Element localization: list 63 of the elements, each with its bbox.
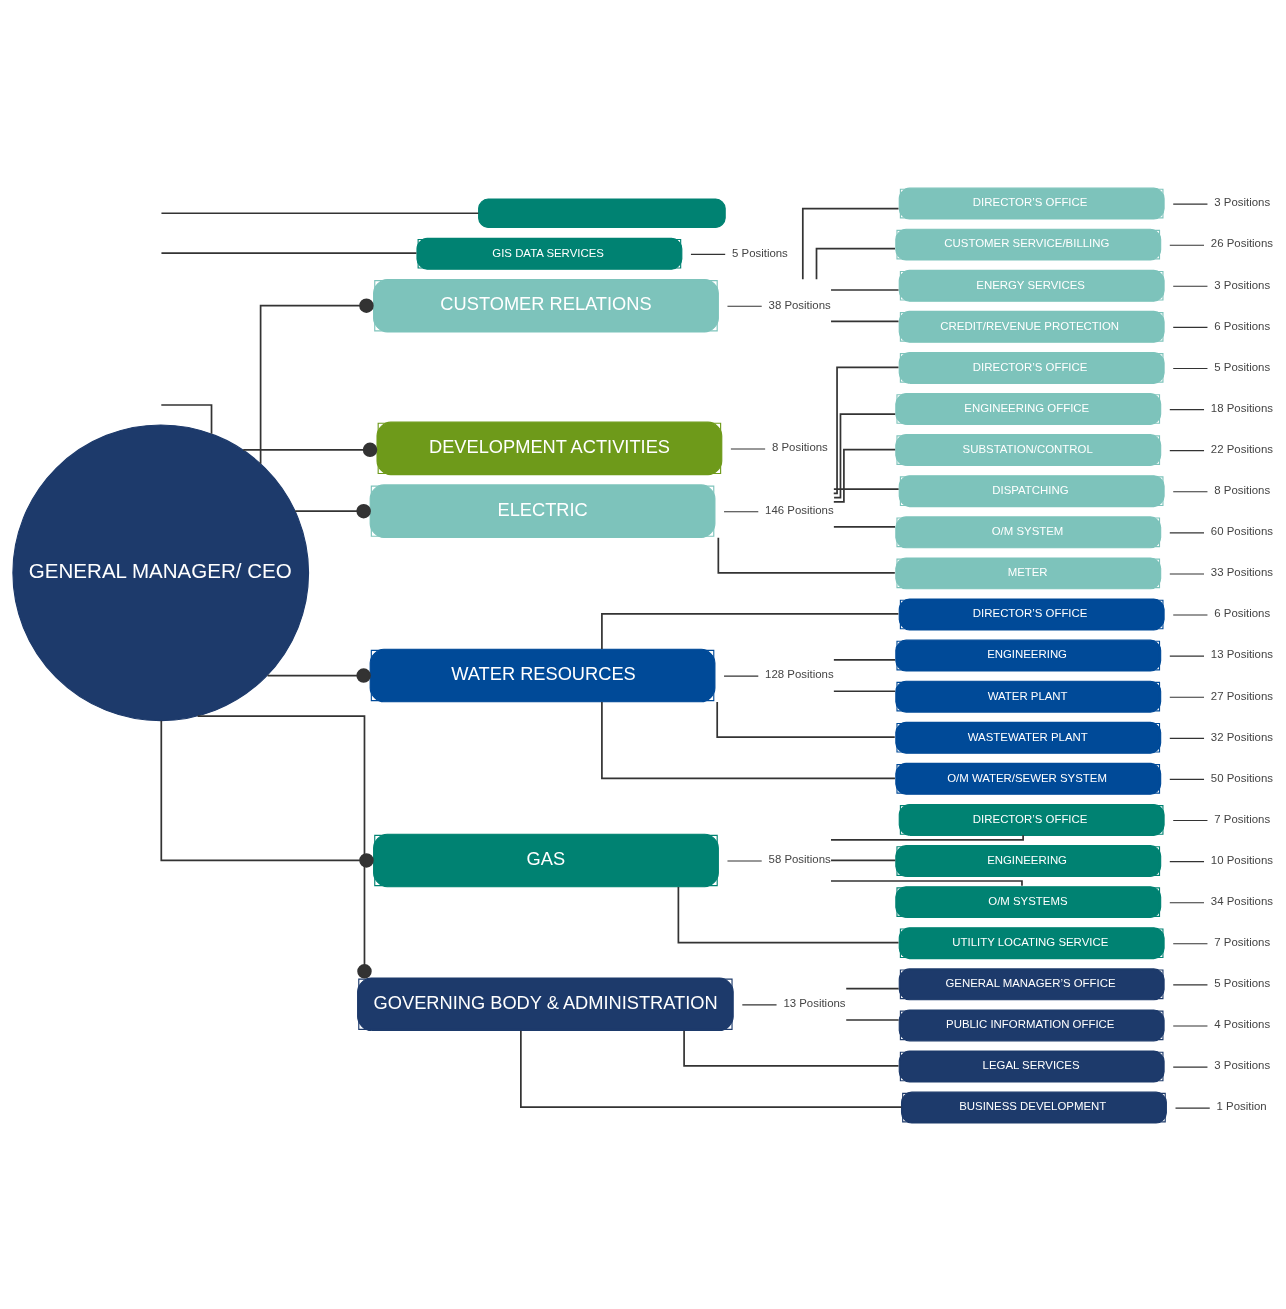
node-label: 5 Positions: [1214, 976, 1271, 989]
node-label: 5 Positions: [732, 246, 788, 259]
node-label: 3 Positions: [1214, 1058, 1271, 1071]
node-label: 3 Positions: [1214, 195, 1271, 208]
node-box: [478, 197, 726, 228]
node-label: 13 Positions: [1210, 647, 1274, 660]
connector: [683, 1029, 900, 1067]
node-label: 34 Positions: [1210, 894, 1274, 907]
node-label: 26 Positions: [1210, 236, 1274, 249]
connector: [196, 714, 372, 979]
connector: [832, 366, 900, 494]
node-label: 1 Position: [1216, 1099, 1267, 1112]
connector: [830, 879, 1023, 887]
connector: [160, 719, 374, 868]
connector: [717, 536, 896, 574]
connector: [845, 987, 900, 989]
connector: [266, 667, 371, 683]
node-label: 50 Positions: [1210, 771, 1274, 784]
node-label: 7 Positions: [1214, 812, 1271, 825]
node-label: 8 Positions: [771, 440, 828, 453]
node-label: 33 Positions: [1210, 565, 1274, 578]
connector: [160, 251, 418, 254]
node-label: 6 Positions: [1214, 319, 1271, 332]
connector: [833, 658, 896, 661]
node-label: 60 Positions: [1210, 524, 1274, 537]
connector: [833, 412, 896, 498]
node-label: 22 Positions: [1210, 442, 1274, 455]
connector: [601, 612, 900, 650]
connector: [160, 211, 480, 214]
connector: [259, 297, 374, 465]
node-label: 13 Positions: [783, 996, 846, 1009]
node-label: 58 Positions: [768, 852, 831, 865]
node-label: 18 Positions: [1210, 401, 1274, 414]
connector: [677, 885, 900, 943]
connector: [833, 689, 896, 692]
connector: [833, 487, 900, 490]
connector: [242, 442, 378, 457]
node-label: 32 Positions: [1210, 730, 1274, 743]
connector: [815, 247, 896, 280]
connector: [601, 700, 896, 779]
connector: [830, 859, 897, 861]
connector: [845, 1018, 900, 1021]
node-circle: GENERAL MANAGER/ CEO: [12, 423, 310, 721]
node-label: 7 Positions: [1214, 935, 1271, 948]
node-label: 38 Positions: [768, 298, 831, 311]
connector: [830, 288, 900, 291]
node-label: 128 Positions: [765, 667, 834, 680]
connector: [520, 1029, 903, 1108]
connector: [830, 320, 900, 322]
node-label: 4 Positions: [1214, 1017, 1271, 1030]
node-label: 3 Positions: [1214, 278, 1271, 291]
connector: [833, 525, 896, 528]
connector: [716, 700, 896, 738]
node-label: 10 Positions: [1210, 853, 1274, 866]
connector: [294, 503, 371, 518]
node-label: 146 Positions: [765, 503, 834, 516]
node-label: 8 Positions: [1214, 483, 1271, 496]
node-label: 27 Positions: [1210, 689, 1274, 702]
node-label: 5 Positions: [1214, 360, 1271, 373]
connector: [832, 448, 896, 503]
node-label: 6 Positions: [1214, 606, 1271, 619]
connector: [801, 207, 900, 280]
connector: [160, 403, 213, 435]
